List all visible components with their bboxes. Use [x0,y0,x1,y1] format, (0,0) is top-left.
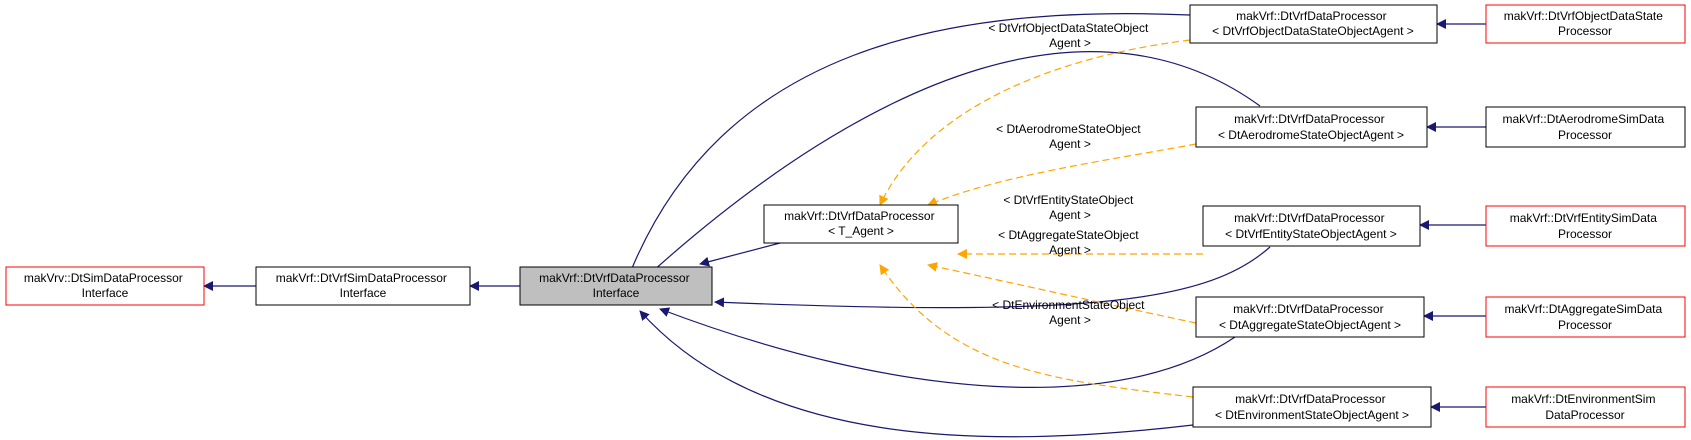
node-processor-aerodromestate-line2: < DtAerodromeStateObjectAgent > [1218,128,1404,142]
edge-label-env-line1: < DtEnvironmentStateObject [992,298,1145,312]
edge-label-aero: < DtAerodromeStateObject Agent > [996,122,1144,151]
node-dtaerodromesimdataprocessor-line2: Processor [1558,128,1612,142]
edge-label-aero-line1: < DtAerodromeStateObject [996,122,1141,136]
edge-label-obj: < DtVrfObjectDataStateObject Agent > [988,21,1151,50]
node-dtaerodromesimdataprocessor[interactable]: makVrf::DtAerodromeSimData Processor [1485,106,1686,148]
edge-tmpl-to-data [699,242,781,267]
edge-paero-to-data [642,51,1261,281]
node-processor-objectdatastate[interactable]: makVrf::DtVrfDataProcessor < DtVrfObject… [1189,4,1438,44]
edge-pobj-to-data [626,13,1191,279]
node-dtsimdataprocessor-interface[interactable]: makVrv::DtSimDataProcessor Interface [5,266,205,306]
node-dtenvironmentsimdataprocessor-line1: makVrf::DtEnvironmentSim [1511,392,1655,406]
node-dtvrfobjectdatastateprocessor[interactable]: makVrf::DtVrfObjectDataState Processor [1485,4,1686,44]
node-dtvrfentitysimdataprocessor[interactable]: makVrf::DtVrfEntitySimData Processor [1485,205,1686,247]
node-processor-environmentstate-line1: makVrf::DtVrfDataProcessor [1235,392,1385,406]
node-processor-entitystate[interactable]: makVrf::DtVrfDataProcessor < DtVrfEntity… [1202,205,1421,247]
svg-text:makVrf::DtAerodromeSimData: makVrf::DtAerodromeSimData Processor [1503,112,1668,142]
node-processor-aerodromestate[interactable]: makVrf::DtVrfDataProcessor < DtAerodrome… [1195,106,1428,148]
node-processor-aerodromestate-line1: makVrf::DtVrfDataProcessor [1234,112,1384,126]
node-processor-entitystate-line1: makVrf::DtVrfDataProcessor [1234,211,1384,225]
svg-text:makVrf::DtVrfDataProcessor: makVrf::DtVrfDataProcessor < DtAggregate… [1219,302,1401,332]
node-processor-environmentstate-line2: < DtEnvironmentStateObjectAgent > [1215,408,1409,422]
svg-text:makVrf::DtVrfSimDataProcessor: makVrf::DtVrfSimDataProcessor Interface [276,271,451,300]
node-processor-objectdatastate-line2: < DtVrfObjectDataStateObjectAgent > [1212,24,1414,38]
svg-text:makVrf::DtAggregateSimData: makVrf::DtAggregateSimData Processor [1505,302,1666,332]
node-dtvrfdataprocessor-interface-line2: Interface [593,286,640,300]
node-processor-aggregatestate-line2: < DtAggregateStateObjectAgent > [1219,318,1401,332]
edge-label-env-line2: Agent > [1049,313,1091,327]
node-dtenvironmentsimdataprocessor-line2: DataProcessor [1545,408,1624,422]
svg-text:makVrf::DtVrfDataProcessor: makVrf::DtVrfDataProcessor Interface [539,271,693,300]
node-dtvrfsimdataprocessor-interface-line1: makVrf::DtVrfSimDataProcessor [276,271,447,285]
node-processor-environmentstate[interactable]: makVrf::DtVrfDataProcessor < DtEnvironme… [1192,386,1432,428]
edge-label-obj-line2: Agent > [1049,36,1091,50]
svg-text:makVrf::DtEnvironmentSim: makVrf::DtEnvironmentSim DataProcessor [1511,392,1659,422]
svg-text:makVrf::DtVrfObjectDataState: makVrf::DtVrfObjectDataState Processor [1504,9,1667,38]
node-processor-aggregatestate[interactable]: makVrf::DtVrfDataProcessor < DtAggregate… [1195,296,1425,338]
edge-penv-to-tmpl [879,264,1194,398]
node-processor-objectdatastate-line1: makVrf::DtVrfDataProcessor [1236,9,1386,23]
node-dtvrfdataprocessor-interface[interactable]: makVrf::DtVrfDataProcessor Interface [519,266,713,306]
node-dtvrfdataprocessor-template[interactable]: makVrf::DtVrfDataProcessor < T_Agent > [763,204,959,244]
svg-text:makVrf::DtVrfDataProcessor: makVrf::DtVrfDataProcessor < DtVrfEntity… [1225,211,1397,241]
node-processor-aggregatestate-line1: makVrf::DtVrfDataProcessor [1233,302,1383,316]
node-dtvrfentitysimdataprocessor-line2: Processor [1558,227,1612,241]
edge-label-env: < DtEnvironmentStateObject Agent > [992,298,1148,327]
edge-label-agg: < DtAggregateStateObject Agent > [998,228,1142,257]
edge-pagg-to-data [659,307,1236,388]
edge-label-ent-line2: Agent > [1049,208,1091,222]
edge-pagg-to-tmpl [927,261,1197,324]
node-dtvrfentitysimdataprocessor-line1: makVrf::DtVrfEntitySimData [1510,211,1657,225]
svg-text:makVrf::DtVrfDataProcessor: makVrf::DtVrfDataProcessor < DtVrfObject… [1212,9,1414,38]
node-dtvrfdataprocessor-template-line1: makVrf::DtVrfDataProcessor [784,209,934,223]
node-dtvrfdataprocessor-interface-line1: makVrf::DtVrfDataProcessor [539,271,689,285]
node-dtvrfdataprocessor-template-line2: < T_Agent > [828,224,894,238]
edge-label-obj-line1: < DtVrfObjectDataStateObject [988,21,1149,35]
svg-text:makVrf::DtVrfEntitySimData: makVrf::DtVrfEntitySimData Processor [1510,211,1660,241]
node-dtaggregatesimdataprocessor-line2: Processor [1558,318,1612,332]
svg-text:makVrv::DtSimDataProcessor: makVrv::DtSimDataProcessor Interface [24,271,186,300]
edge-label-agg-line2: Agent > [1049,243,1091,257]
svg-text:makVrf::DtVrfDataProcessor: makVrf::DtVrfDataProcessor < DtAerodrome… [1218,112,1404,142]
node-dtvrfsimdataprocessor-interface-line2: Interface [340,286,387,300]
node-processor-entitystate-line2: < DtVrfEntityStateObjectAgent > [1225,227,1397,241]
node-dtaggregatesimdataprocessor[interactable]: makVrf::DtAggregateSimData Processor [1485,296,1686,338]
node-dtsimdataprocessor-interface-line2: Interface [82,286,129,300]
edge-label-ent: < DtVrfEntityStateObject Agent > [1003,193,1136,222]
node-dtaggregatesimdataprocessor-line1: makVrf::DtAggregateSimData [1505,302,1663,316]
node-dtenvironmentsimdataprocessor[interactable]: makVrf::DtEnvironmentSim DataProcessor [1485,386,1686,428]
node-dtaerodromesimdataprocessor-line1: makVrf::DtAerodromeSimData [1503,112,1665,126]
edge-label-agg-line1: < DtAggregateStateObject [998,228,1139,242]
edge-label-ent-line1: < DtVrfEntityStateObject [1003,193,1134,207]
edge-pent-to-data [714,246,1271,309]
edge-penv-to-data [639,310,1194,438]
edge-pobj-to-tmpl [879,39,1191,206]
node-dtsimdataprocessor-interface-line1: makVrv::DtSimDataProcessor [24,271,183,285]
node-dtvrfobjectdatastateprocessor-line2: Processor [1558,24,1612,38]
node-dtvrfobjectdatastateprocessor-line1: makVrf::DtVrfObjectDataState [1504,9,1663,23]
svg-text:makVrf::DtVrfDataProcessor: makVrf::DtVrfDataProcessor < DtEnvironme… [1215,392,1409,422]
edge-paero-to-tmpl [927,143,1197,207]
svg-text:makVrf::DtVrfDataProcessor: makVrf::DtVrfDataProcessor < T_Agent > [784,209,938,238]
edge-label-aero-line2: Agent > [1049,137,1091,151]
node-dtvrfsimdataprocessor-interface[interactable]: makVrf::DtVrfSimDataProcessor Interface [255,266,471,306]
